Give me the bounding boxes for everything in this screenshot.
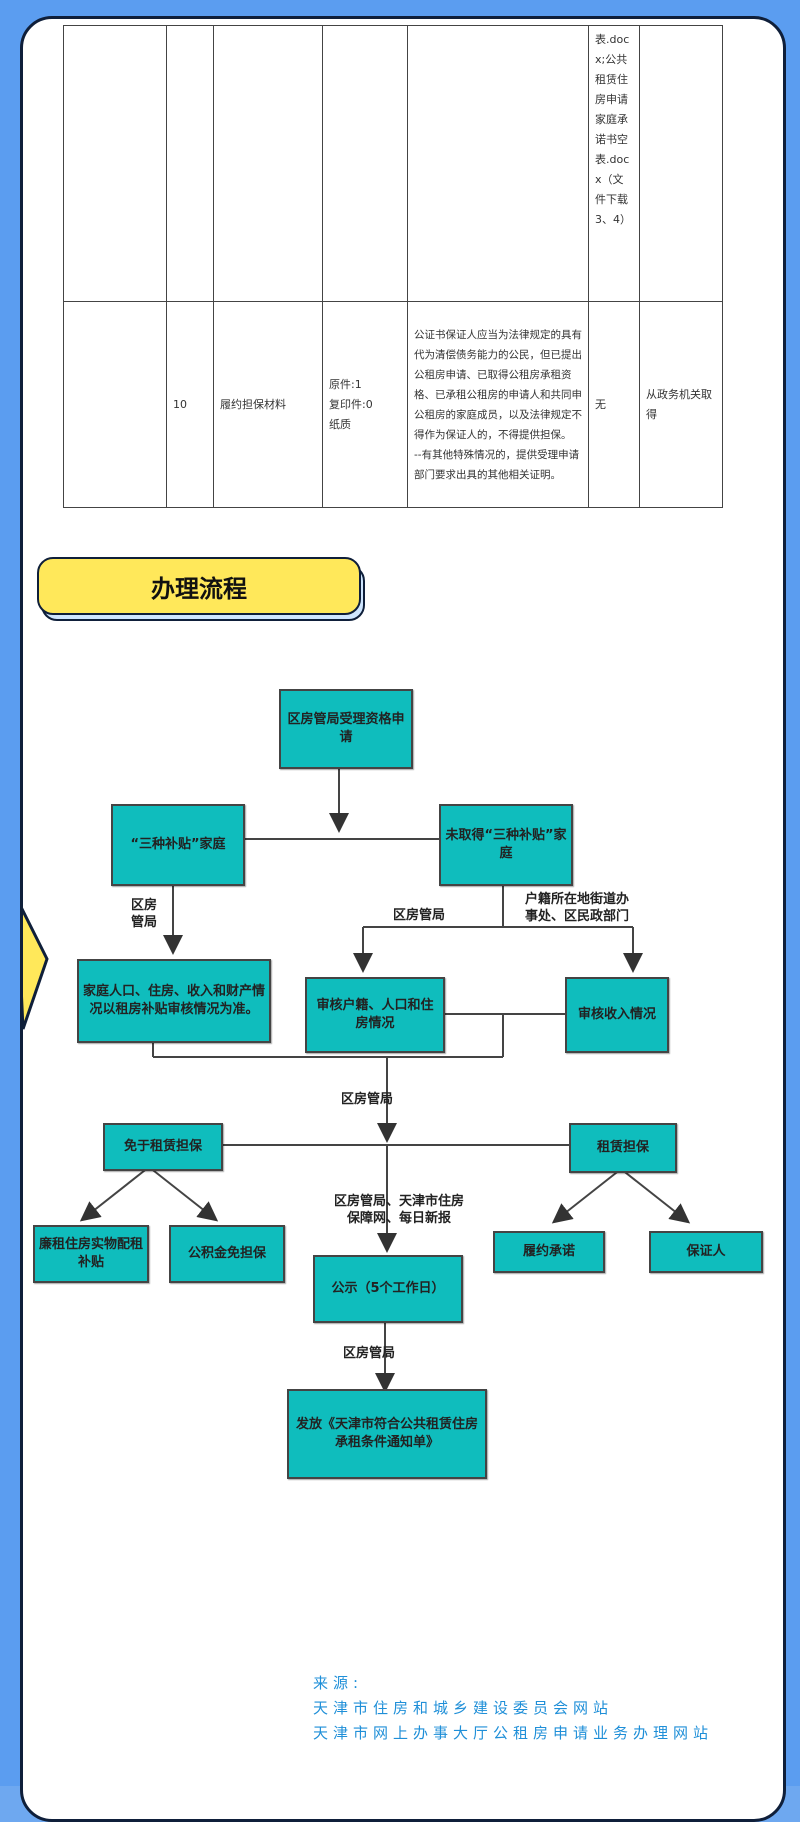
table-cell-name: [213, 25, 323, 302]
flow-node-contract-promise: 履约承诺: [493, 1231, 605, 1273]
flow-node-start: 区房管局受理资格申请: [279, 689, 413, 769]
table-cell-source: [639, 25, 723, 302]
flow-node-review-household: 审核户籍、人口和住房情况: [305, 977, 445, 1053]
decorative-sticker: [23, 907, 49, 1030]
flow-node-review-income: 审核收入情况: [565, 977, 669, 1053]
table-row: 表.docx;公共租赁住房申请家庭承诺书空表.docx（文件下载3、4）: [63, 25, 723, 302]
table-cell: [63, 25, 167, 302]
table-cell-template: 无: [588, 301, 640, 508]
content-card: 表.docx;公共租赁住房申请家庭承诺书空表.docx（文件下载3、4） 10 …: [20, 16, 786, 1822]
flow-node-family-info: 家庭人口、住房、收入和财产情况以租房补贴审核情况为准。: [77, 959, 271, 1043]
table-cell-template: 表.docx;公共租赁住房申请家庭承诺书空表.docx（文件下载3、4）: [588, 25, 640, 302]
section-title: 办理流程: [151, 574, 247, 603]
table-cell: [63, 301, 167, 508]
process-flowchart: 区房管局受理资格申请 “三种补贴”家庭 未取得“三种补贴”家庭 区房 管局 区房…: [23, 659, 783, 1499]
table-cell-name: 履约担保材料: [213, 301, 323, 508]
flow-node-publicity: 公示（5个工作日）: [313, 1255, 463, 1323]
flow-label-fgj-center: 区房管局: [340, 1092, 393, 1107]
section-title-pill: 办理流程: [37, 557, 361, 615]
flow-label-fgj-mid: 区房管局: [392, 908, 445, 923]
flow-node-exempt-guarantee: 免于租赁担保: [103, 1123, 223, 1171]
flow-node-issue: 发放《天津市符合公共租赁住房承租条件通知单》: [287, 1389, 487, 1479]
flow-node-gjj: 公积金免担保: [169, 1225, 285, 1283]
table-cell-requirements: 公证书保证人应当为法律规定的具有代为清偿债务能力的公民，但已提出公租房申请、已取…: [407, 301, 589, 508]
table-cell-source: 从政务机关取得: [639, 301, 723, 508]
flow-node-lianzu: 廉租住房实物配租补贴: [33, 1225, 149, 1283]
materials-table: 表.docx;公共租赁住房申请家庭承诺书空表.docx（文件下载3、4） 10 …: [63, 25, 723, 508]
flow-label-hukou: 户籍所在地街道办 事处、区民政部门: [524, 892, 629, 924]
flow-label-publish: 区房管局、天津市住房 保障网、每日新报: [333, 1194, 464, 1226]
table-cell-quantity: [322, 25, 408, 302]
source-credit: 来源: 天津市住房和城乡建设委员会网站 天津市网上办事大厅公租房申请业务办理网站: [313, 1671, 713, 1746]
flow-node-guarantor: 保证人: [649, 1231, 763, 1273]
flow-label-fgj-bottom: 区房管局: [342, 1346, 395, 1361]
flow-label-fgj-left: 区房 管局: [130, 898, 157, 930]
source-line-1: 天津市住房和城乡建设委员会网站: [313, 1699, 614, 1717]
source-label: 来源:: [313, 1674, 364, 1692]
table-row: 10 履约担保材料 原件:1 复印件:0 纸质 公证书保证人应当为法律规定的具有…: [63, 301, 723, 508]
flow-node-three-subsidy: “三种补贴”家庭: [111, 804, 245, 886]
table-cell-requirements: [407, 25, 589, 302]
flowchart-connectors: [79, 765, 691, 1393]
table-cell-quantity: 原件:1 复印件:0 纸质: [322, 301, 408, 508]
flow-node-rent-guarantee: 租赁担保: [569, 1123, 677, 1173]
flow-node-no-subsidy: 未取得“三种补贴”家庭: [439, 804, 573, 886]
table-cell-number: 10: [166, 301, 214, 508]
table-cell-number: [166, 25, 214, 302]
source-line-2: 天津市网上办事大厅公租房申请业务办理网站: [313, 1724, 714, 1742]
